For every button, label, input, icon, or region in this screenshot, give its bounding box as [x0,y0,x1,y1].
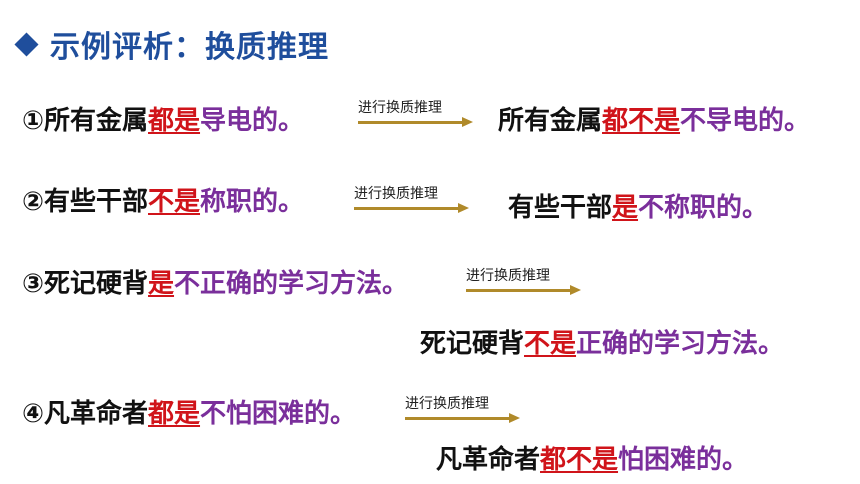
arrow-right-icon [509,413,520,423]
row2-original: ②有些干部不是称职的。 [22,181,304,218]
row4-arrow: 进行换质推理 [405,393,525,423]
row2-arrow: 进行换质推理 [354,183,474,213]
arrow-right-icon [458,203,469,213]
row2-original-predicate: 称职的。 [200,187,305,217]
row2-result: 有些干部是不称职的。 [508,187,768,224]
row1-original: ①所有金属都是导电的。 [22,100,304,137]
row2-original-copula: 不是 [148,187,201,217]
row3-original-copula: 是 [148,269,175,299]
row1-arrow-label: 进行换质推理 [358,100,442,116]
row1-result-predicate: 不导电的。 [680,106,811,136]
row3-original-subject: ③死记硬背 [22,269,149,299]
arrow-right-icon [462,117,473,127]
row4-original-subject: ④凡革命者 [22,399,149,429]
row3-result-predicate: 正确的学习方法。 [576,329,785,359]
row1-original-copula: 都是 [148,106,201,136]
row3-result-copula: 不是 [524,329,577,359]
row3-arrow-label: 进行换质推理 [466,268,550,284]
row4-result: 凡革命者都不是怕困难的。 [436,439,748,476]
row1-arrow: 进行换质推理 [358,97,478,127]
row1-result: 所有金属都不是不导电的。 [498,100,810,137]
row3-original-predicate: 不正确的学习方法。 [174,269,409,299]
row4-original-predicate: 不怕困难的。 [200,399,357,429]
row3-result-subject: 死记硬背 [420,329,525,359]
row4-arrow-label: 进行换质推理 [405,396,489,412]
row4-original-copula: 都是 [148,399,201,429]
row4-result-copula: 都不是 [540,445,619,475]
slide-title: 示例评析：换质推理 [50,30,329,65]
row1-original-predicate: 导电的。 [200,106,305,136]
row1-result-copula: 都不是 [602,106,681,136]
row3-result: 死记硬背不是正确的学习方法。 [420,323,784,360]
row2-result-copula: 是 [612,193,639,223]
row3-arrow: 进行换质推理 [466,265,586,295]
row2-result-subject: 有些干部 [508,193,613,223]
diamond-bullet-icon [14,31,39,57]
row4-result-subject: 凡革命者 [436,445,541,475]
title-row: 示例评析：换质推理 [14,22,329,66]
arrow-right-icon [570,285,581,295]
row1-original-subject: ①所有金属 [22,106,149,136]
row2-original-subject: ②有些干部 [22,187,149,217]
row3-original: ③死记硬背是不正确的学习方法。 [22,263,408,300]
row2-arrow-label: 进行换质推理 [354,186,438,202]
row1-result-subject: 所有金属 [498,106,603,136]
row4-result-predicate: 怕困难的。 [618,445,749,475]
row4-original: ④凡革命者都是不怕困难的。 [22,393,356,430]
row2-result-predicate: 不称职的。 [638,193,769,223]
